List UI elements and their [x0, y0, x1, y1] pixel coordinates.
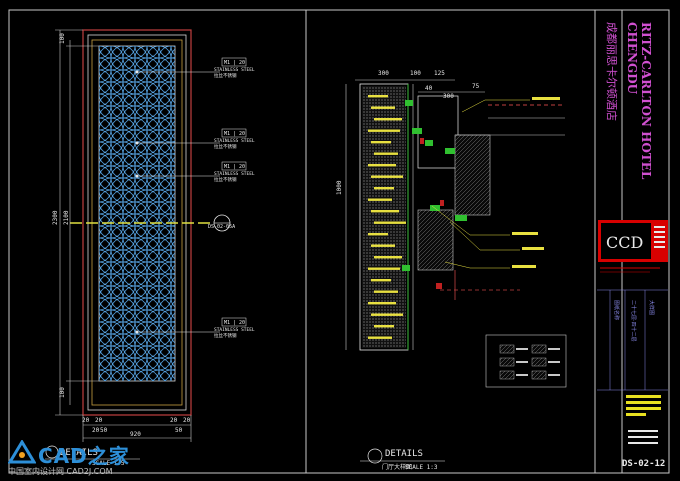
- dim-overall-width: 920: [130, 431, 141, 438]
- left-dimensions: [55, 29, 192, 442]
- svg-text:拉丝不锈钢: 拉丝不锈钢: [214, 143, 237, 150]
- svg-text:125: 125: [434, 70, 445, 77]
- sheet-border: [8, 9, 670, 474]
- watermark: CAD之家 中国室内设计网 CAD2J.COM: [8, 440, 148, 478]
- svg-text:STAINLESS STEEL: STAINLESS STEEL: [214, 138, 255, 144]
- dim-top: 100: [59, 33, 66, 44]
- dim-bottom: 100: [59, 387, 66, 398]
- door-panel-elevation: [70, 29, 210, 416]
- svg-text:STAINLESS STEEL: STAINLESS STEEL: [214, 171, 255, 177]
- svg-text:拉丝不锈钢: 拉丝不锈钢: [214, 176, 237, 183]
- svg-text:20: 20: [95, 417, 103, 424]
- dim-inner-height: 2100: [63, 210, 70, 225]
- svg-text:DETAILS: DETAILS: [385, 449, 423, 459]
- svg-text:300: 300: [443, 93, 454, 100]
- hotel-name-en: CHENGDU: [625, 22, 639, 95]
- svg-text:20: 20: [92, 427, 100, 434]
- watermark-brand: CAD之家: [38, 444, 130, 468]
- svg-text:DETAILS: DETAILS: [60, 448, 98, 458]
- section-marker: DS-02-05A: [208, 214, 235, 232]
- svg-text:M1 | 20: M1 | 20: [224, 60, 245, 66]
- svg-text:20: 20: [183, 417, 191, 424]
- svg-text:STAINLESS STEEL: STAINLESS STEEL: [214, 327, 255, 333]
- svg-text:M1 | 20: M1 | 20: [224, 320, 245, 326]
- svg-text:20: 20: [170, 417, 178, 424]
- svg-text:RITZ-CARLTON HOTEL: RITZ-CARLTON HOTEL: [639, 22, 653, 180]
- section-detail: 300 100 125 40 300 75 1000: [336, 70, 567, 388]
- bottom-dim-labels: 20 20 20 20 20 50 50 920: [82, 417, 191, 438]
- svg-text:M1 | 20: M1 | 20: [224, 164, 245, 170]
- svg-text:SCALE 1:3: SCALE 1:3: [405, 464, 438, 471]
- svg-text:20: 20: [82, 417, 90, 424]
- svg-text:M1 | 20: M1 | 20: [224, 131, 245, 137]
- svg-text:STAINLESS STEEL: STAINLESS STEEL: [214, 67, 255, 73]
- svg-text:100: 100: [410, 70, 421, 77]
- svg-text:40: 40: [425, 85, 433, 92]
- svg-text:1000: 1000: [336, 180, 343, 195]
- svg-text:大样图: 大样图: [648, 300, 655, 315]
- dim-overall-height: 2300: [52, 210, 59, 225]
- svg-text:图纸名称: 图纸名称: [613, 300, 620, 320]
- svg-text:300: 300: [378, 70, 389, 77]
- svg-text:75: 75: [472, 83, 480, 90]
- svg-text:拉丝不锈钢: 拉丝不锈钢: [214, 72, 237, 79]
- drawing-number: DS-02-12: [622, 459, 665, 469]
- svg-text:50: 50: [175, 427, 183, 434]
- material-legend: [485, 334, 567, 388]
- svg-text:二十七层·四十二层: 二十七层·四十二层: [630, 300, 637, 342]
- section-tag: DS-02-05A: [208, 224, 235, 230]
- right-drawing-title: DETAILS 门厅大样图 SCALE 1:3: [360, 448, 445, 471]
- svg-text:CCD: CCD: [606, 233, 643, 252]
- svg-text:50: 50: [100, 427, 108, 434]
- svg-text:门厅大样图: 门厅大样图: [382, 463, 412, 471]
- title-block: 成都丽思卡尔顿酒店 CHENGDU RITZ-CARLTON HOTEL CCD…: [597, 22, 668, 469]
- svg-text:SCALE 1:5: SCALE 1:5: [92, 460, 125, 467]
- watermark-url: 中国室内设计网 CAD2J.COM: [8, 467, 113, 476]
- left-drawing-title: DETAILS SCALE 1:5: [45, 445, 140, 467]
- hotel-name-cn: 成都丽思卡尔顿酒店: [605, 22, 619, 121]
- svg-text:拉丝不锈钢: 拉丝不锈钢: [214, 332, 237, 339]
- logo-icon: [8, 440, 36, 464]
